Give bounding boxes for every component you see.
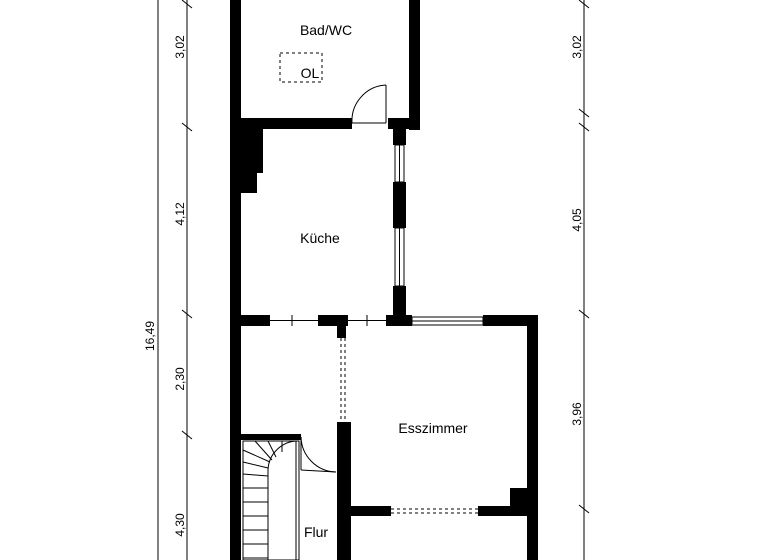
dim-left-1: 3,02 [173,35,187,59]
windows [394,144,484,326]
walls [230,0,538,560]
openings [270,315,478,514]
room-label-kueche: Küche [300,230,340,246]
staircase [242,440,300,560]
room-label-ol: OL [301,65,320,81]
room-label-bad-wc: Bad/WC [300,22,352,38]
dim-left-4: 4,30 [173,513,187,537]
room-label-flur: Flur [304,524,328,540]
dim-total-height: 16,49 [143,321,157,351]
room-label-esszimmer: Esszimmer [398,420,468,436]
dim-right-1: 3,02 [570,35,584,59]
ol-box [279,52,323,83]
dim-right-3: 3,96 [570,402,584,426]
dim-left-2: 4,12 [173,202,187,226]
doors [300,84,387,473]
dim-right-2: 4,05 [570,208,584,232]
dimension-lines [157,0,590,560]
dim-left-3: 2,30 [173,367,187,391]
